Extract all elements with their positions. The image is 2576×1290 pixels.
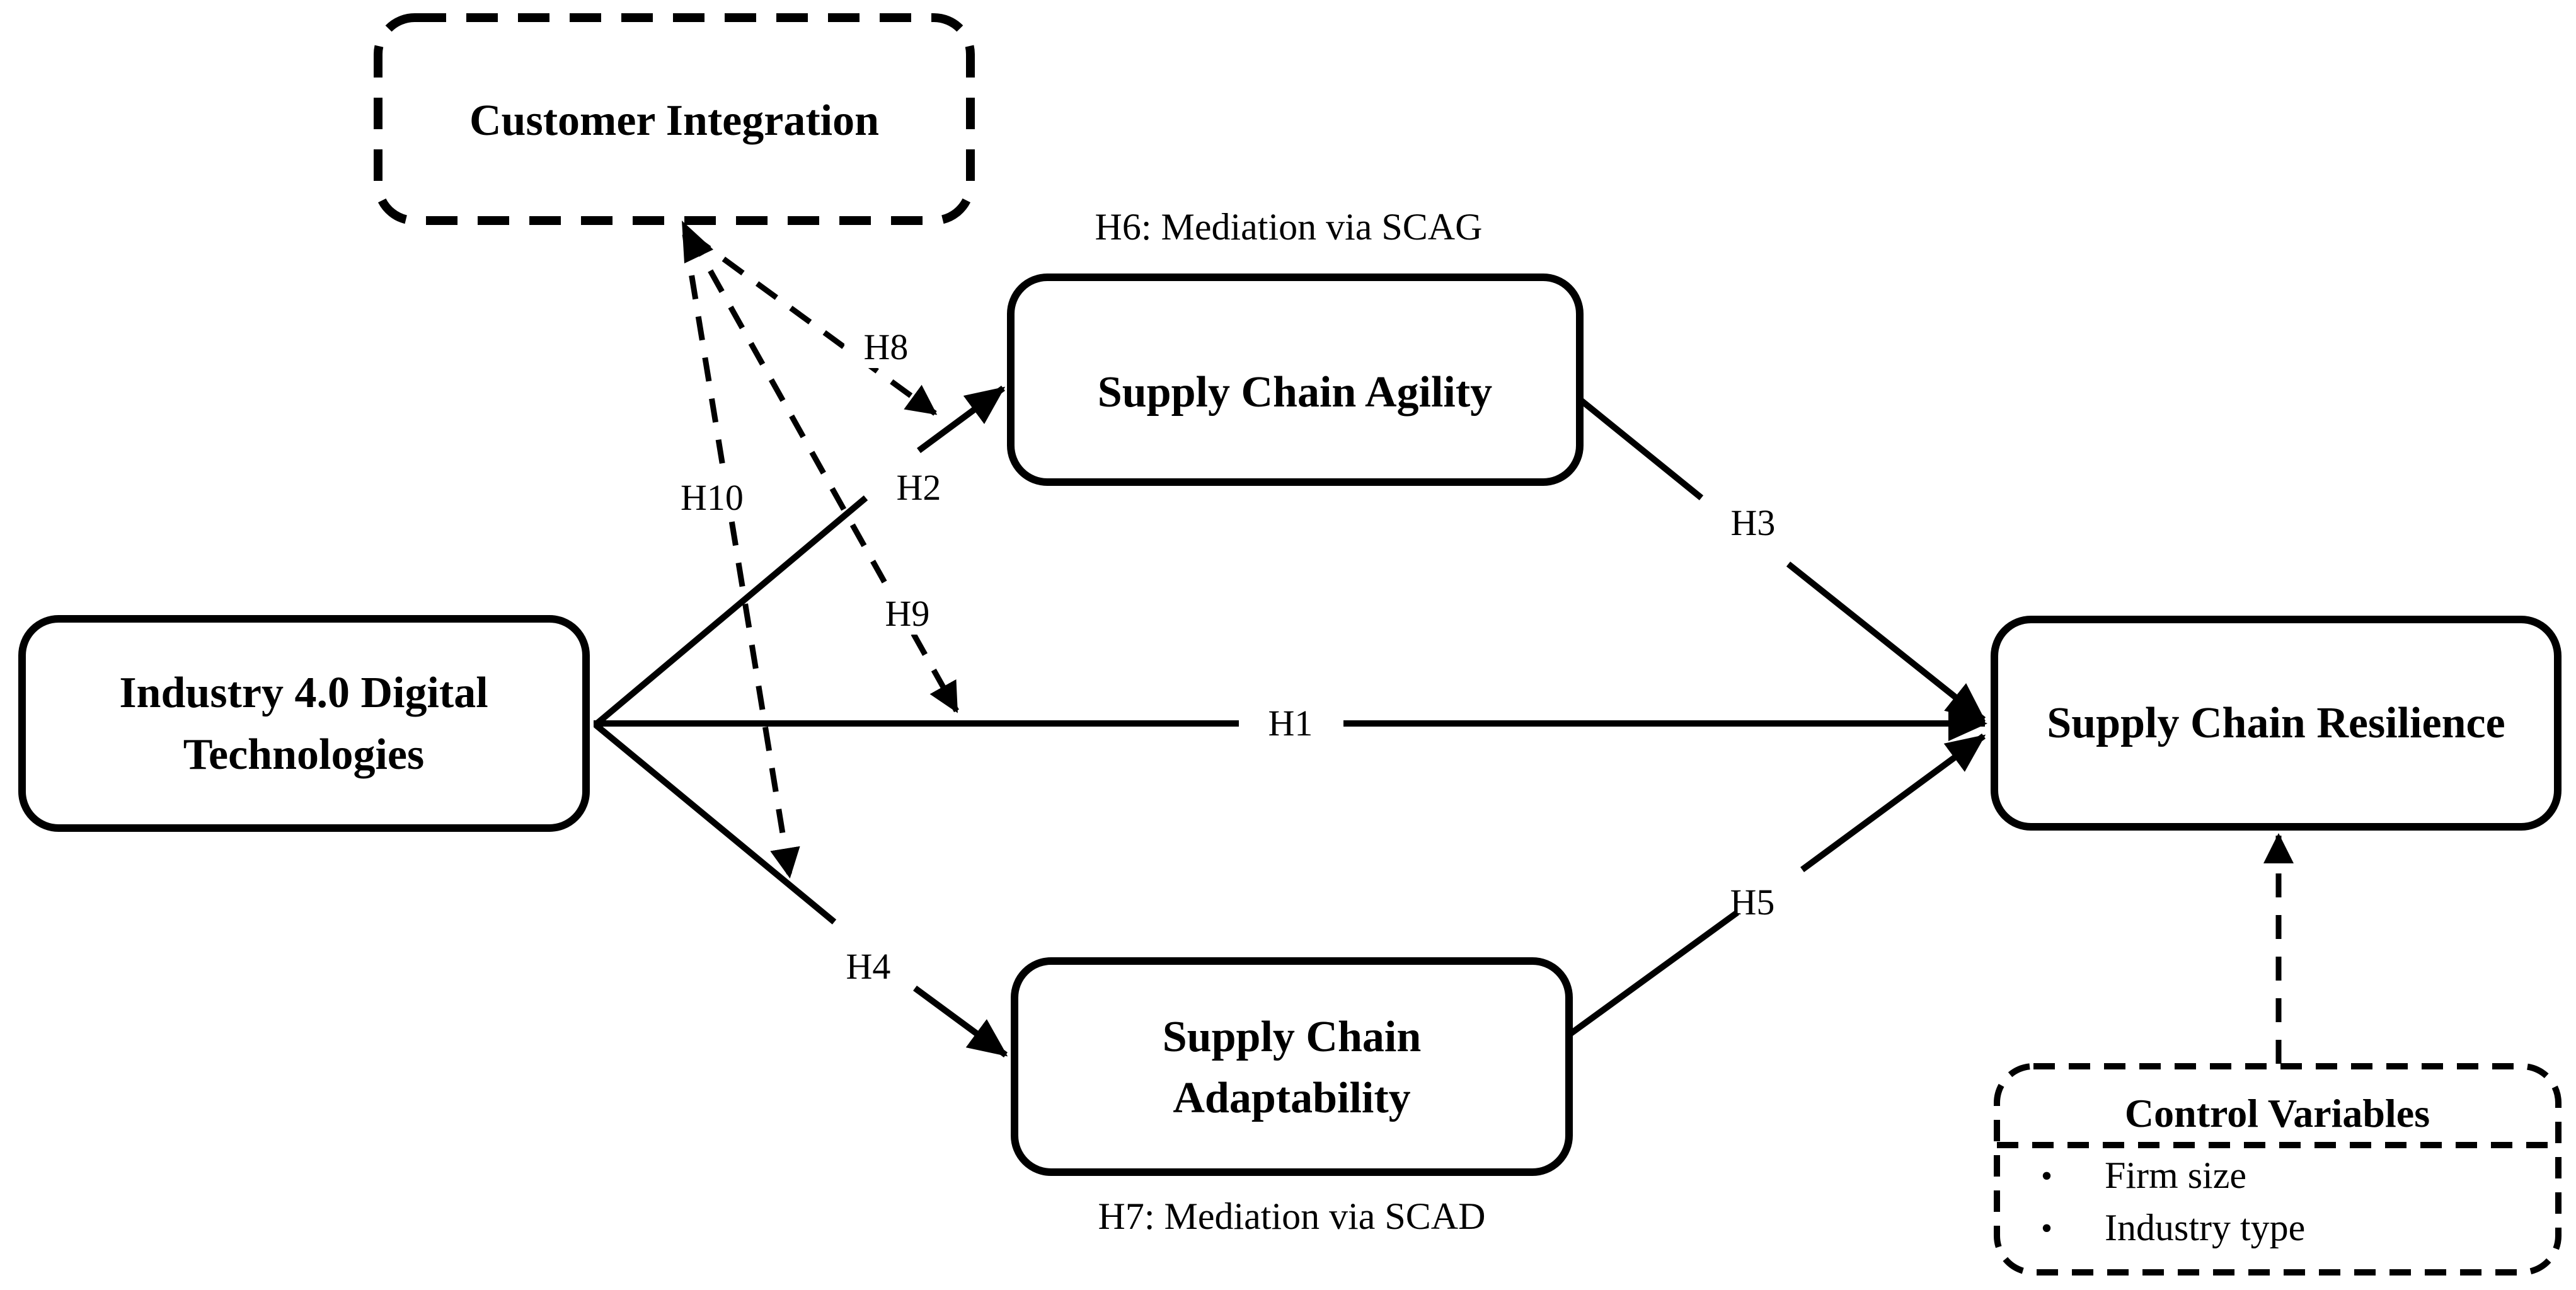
h8-label: H8 xyxy=(864,326,909,367)
supply-chain-adaptability-label-line1: Supply Chain xyxy=(1163,1013,1422,1061)
customer-integration-node: Customer Integration xyxy=(374,13,975,225)
industry-4-0-box xyxy=(18,615,590,832)
control-variables-bullet-1: • xyxy=(2041,1158,2052,1194)
control-variables-title: Control Variables xyxy=(2125,1091,2430,1136)
supply-chain-resilience-node: Supply Chain Resilience xyxy=(1991,616,2562,831)
h7-mediation-annotation: H7: Mediation via SCAD xyxy=(1098,1195,1486,1237)
h3-path-scag-to-scr xyxy=(1573,393,1986,722)
customer-integration-box xyxy=(374,13,975,225)
h10-label-background xyxy=(665,471,759,516)
industry-4-0-label-line2: Technologies xyxy=(183,730,424,779)
h6-mediation-annotation: H6: Mediation via SCAG xyxy=(1095,206,1483,248)
h9-label: H9 xyxy=(885,593,930,634)
h1-label: H1 xyxy=(1268,703,1313,744)
h4-path-idt-to-scad xyxy=(593,722,1008,1058)
control-variables-box xyxy=(1994,1063,2562,1276)
h2-line-segment-upper xyxy=(917,385,1006,454)
h4-label: H4 xyxy=(846,946,891,987)
supply-chain-agility-box xyxy=(1007,274,1584,486)
h9-moderation-arrow xyxy=(687,233,959,713)
customer-integration-entry-arrowhead xyxy=(682,221,713,263)
supply-chain-adaptability-node: Supply Chain Adaptability xyxy=(1011,957,1573,1176)
h4-line-segment-upper xyxy=(593,722,837,924)
supply-chain-adaptability-box xyxy=(1011,957,1573,1176)
h10-moderation-arrow xyxy=(682,234,800,878)
h10-label: H10 xyxy=(681,477,744,518)
control-variables-item-firm-size: Firm size xyxy=(2105,1155,2246,1196)
h5-label: H5 xyxy=(1730,882,1775,923)
h2-line-segment-lower xyxy=(593,495,868,727)
customer-integration-label: Customer Integration xyxy=(469,96,879,145)
h5-line-segment-lower xyxy=(1567,909,1739,1038)
h3-label: H3 xyxy=(1731,502,1776,543)
industry-4-0-node: Industry 4.0 Digital Technologies xyxy=(18,615,590,832)
h5-path-scad-to-scr xyxy=(1567,733,1986,1038)
supply-chain-adaptability-label-line2: Adaptability xyxy=(1173,1074,1410,1122)
h3-line-segment-lower xyxy=(1786,561,1986,722)
supply-chain-agility-label: Supply Chain Agility xyxy=(1098,368,1492,417)
industry-4-0-label-line1: Industry 4.0 Digital xyxy=(119,669,488,717)
h8-moderation-arrow xyxy=(688,232,938,416)
h4-line-segment-lower xyxy=(913,985,1008,1058)
supply-chain-resilience-label: Supply Chain Resilience xyxy=(2047,699,2505,747)
control-variables-bullet-2: • xyxy=(2041,1211,2052,1247)
h3-line-segment-upper xyxy=(1573,393,1704,500)
control-variables-item-industry-type: Industry type xyxy=(2105,1207,2305,1248)
control-variables-node: Control Variables • Firm size • Industry… xyxy=(1994,1063,2562,1276)
h5-line-segment-upper xyxy=(1800,733,1986,873)
supply-chain-resilience-box xyxy=(1991,616,2562,831)
h2-path-idt-to-scag xyxy=(593,385,1006,727)
h2-label: H2 xyxy=(897,467,941,508)
h8-label-background xyxy=(844,324,928,368)
h9-label-background xyxy=(865,590,950,635)
supply-chain-agility-node: Supply Chain Agility xyxy=(1007,274,1584,486)
